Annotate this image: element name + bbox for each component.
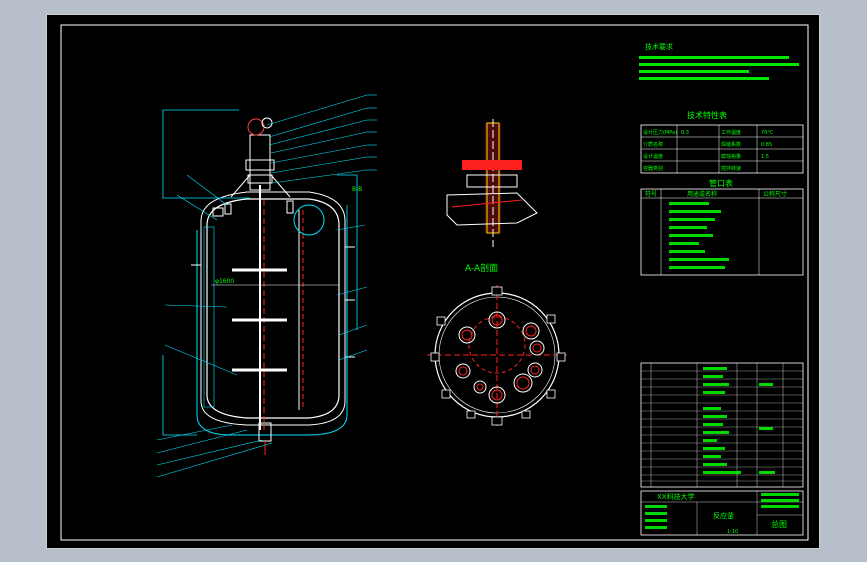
shaft-seal-detail xyxy=(446,119,538,247)
spec-4-key2: 搅拌转速 xyxy=(721,165,741,172)
nozzle-table: 管口表 符号 用途或名称 公称尺寸 xyxy=(640,178,804,276)
sheet-type: 总图 xyxy=(771,519,787,529)
spec-1-key: 设计压力(MPa) xyxy=(643,129,677,136)
drawing-name: 反应釜 xyxy=(713,511,734,520)
title-block: XX科技大学 反应釜 总图 1:10 xyxy=(640,490,804,536)
parts-list xyxy=(640,362,804,488)
notes-heading: 技术要求 xyxy=(645,42,673,51)
technical-requirements: 技术要求 xyxy=(639,42,799,80)
tech-spec-table: 技术特性表 设计压力(MPa) 0.3 工作温度 70°C 介质名称 焊缝系数 … xyxy=(640,110,804,174)
nozzle-table-title: 管口表 xyxy=(709,178,733,188)
drawing-border xyxy=(60,24,809,541)
cad-drawing: φ1600 B-B xyxy=(60,24,809,541)
diameter-dimension: φ1600 xyxy=(215,278,234,285)
reactor-elevation-view: φ1600 B-B xyxy=(156,94,377,478)
nozzle-col-size: 公称尺寸 xyxy=(763,190,787,198)
spec-4-key: 容器类别 xyxy=(643,165,663,172)
school-name: XX科技大学 xyxy=(657,492,695,501)
spec-2-key: 介质名称 xyxy=(643,141,663,148)
spec-1-value: 0.3 xyxy=(681,130,689,136)
scale-value: 1:10 xyxy=(727,529,738,535)
spec-2-value2: 0.85 xyxy=(761,142,772,148)
spec-1-key2: 工作温度 xyxy=(721,129,741,136)
spec-2-key2: 焊缝系数 xyxy=(721,141,741,148)
spec-3-value2: 1.5 xyxy=(761,154,769,160)
section-label: A-A剖面 xyxy=(465,262,498,274)
spec-3-key: 设计温度 xyxy=(643,153,663,160)
drawing-canvas[interactable]: φ1600 B-B xyxy=(46,14,820,549)
nozzle-col-purpose: 用途或名称 xyxy=(687,190,717,198)
spec-1-value2: 70°C xyxy=(761,130,774,136)
tech-table-title: 技术特性表 xyxy=(687,110,727,120)
flange-plan-view xyxy=(427,285,567,427)
nozzle-col-symbol: 符号 xyxy=(645,190,657,198)
spec-3-key2: 腐蚀裕量 xyxy=(721,153,741,160)
